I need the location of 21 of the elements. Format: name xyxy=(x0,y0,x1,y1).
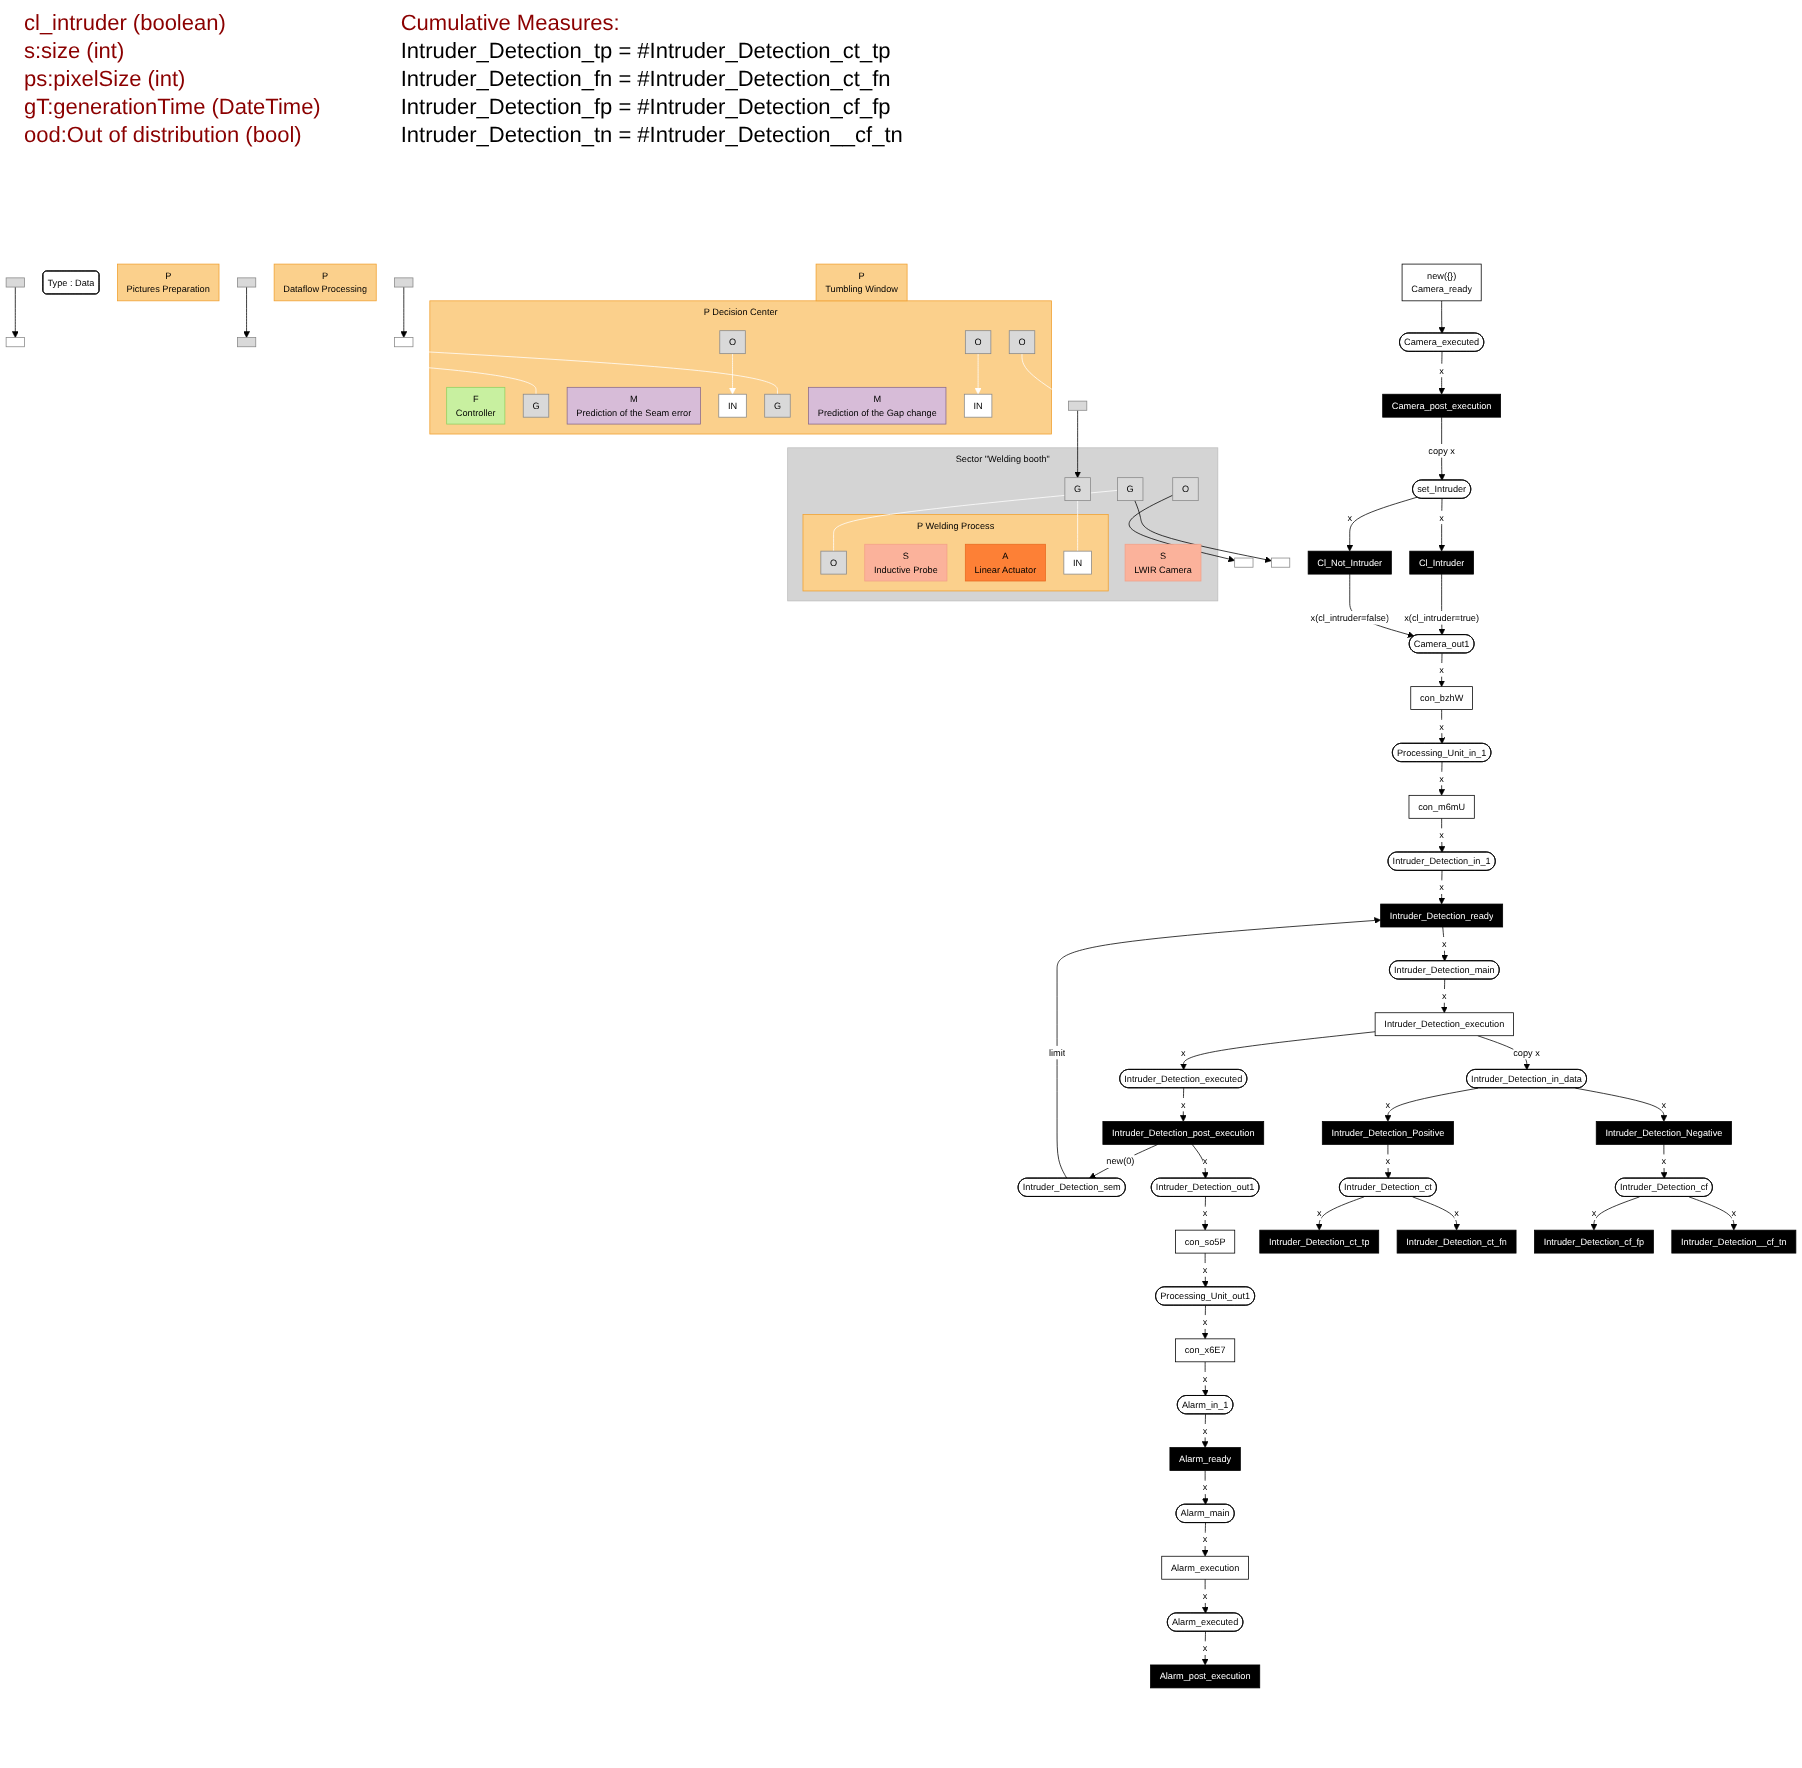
node-box xyxy=(5,337,25,348)
connector xyxy=(1077,500,1078,552)
node-box xyxy=(5,277,25,288)
node-box xyxy=(237,277,257,288)
node-box xyxy=(1068,400,1088,411)
node-box xyxy=(1271,557,1291,568)
attribute-text: s:size (int) xyxy=(24,40,127,64)
attribute-text: ood:Out of distribution (bool) xyxy=(24,124,304,148)
attribute-text: cl_intruder (boolean) xyxy=(24,12,228,36)
node-box xyxy=(237,337,257,348)
attribute-text: ps:pixelSize (int) xyxy=(24,68,188,92)
node-box xyxy=(394,277,414,288)
connector xyxy=(833,489,1118,552)
formula-text: Intruder_Detection_fp = #Intruder_Detection_cf_fp xyxy=(400,96,893,120)
node-box xyxy=(1234,557,1254,568)
node-box xyxy=(394,337,414,348)
formula-text: Intruder_Detection_fn = #Intruder_Detection_ct_fn xyxy=(400,68,893,92)
formula-text: Intruder_Detection_tn = #Intruder_Detection__cf_tn xyxy=(400,124,903,148)
formula-text: Intruder_Detection_tp = #Intruder_Detection_ct_tp xyxy=(400,40,893,64)
heading-text: Cumulative Measures: xyxy=(400,12,622,36)
attribute-text: gT:generationTime (DateTime) xyxy=(24,96,321,120)
